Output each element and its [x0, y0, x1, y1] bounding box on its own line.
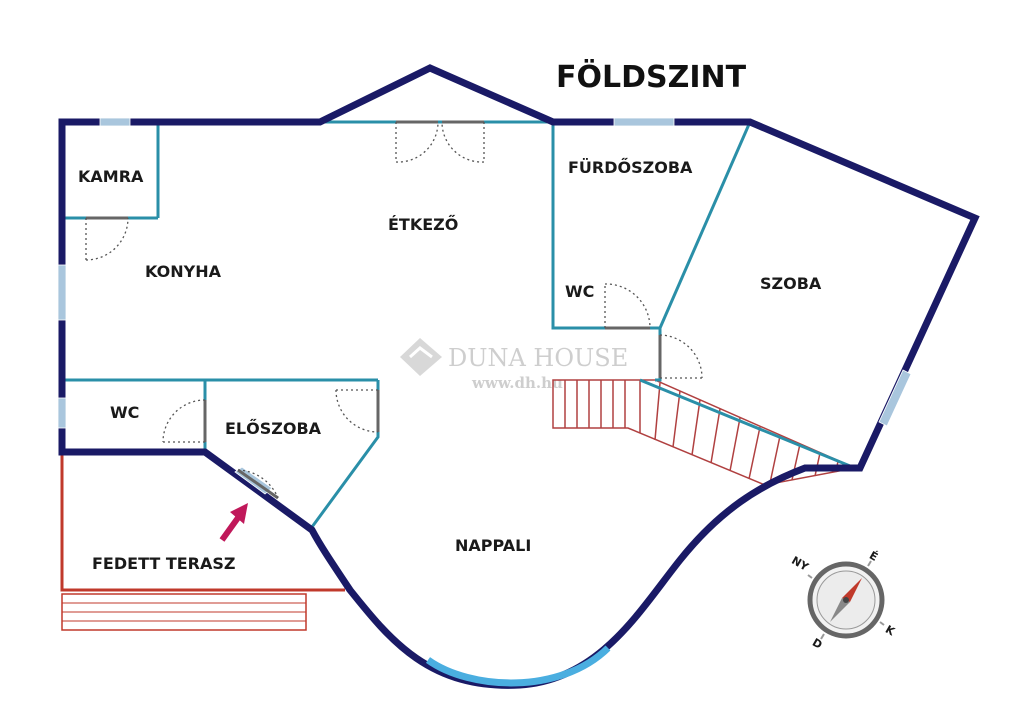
watermark-brand: DUNA HOUSE: [448, 344, 628, 372]
room-door: [658, 334, 703, 379]
room-label-wc-lower: WC: [110, 403, 139, 422]
wc-lower-door: [162, 399, 207, 443]
curved-window: [425, 645, 611, 687]
room-label-fedett-terasz: FEDETT TERASZ: [92, 554, 236, 573]
room-label-kamra: KAMRA: [78, 167, 144, 186]
doors: [85, 120, 703, 500]
covered-terrace: [60, 455, 345, 631]
room-label-wc-upper: WC: [565, 282, 594, 301]
pantry-door: [85, 216, 129, 261]
compass-west: NY: [789, 554, 811, 574]
watermark-url: www.dh.hu: [471, 374, 563, 392]
room-label-szoba: SZOBA: [760, 274, 822, 293]
room-label-etkezo: ÉTKEZŐ: [388, 214, 458, 234]
floor-title: FÖLDSZINT: [556, 58, 747, 95]
room-labels: KAMRA KONYHA ÉTKEZŐ FÜRDŐSZOBA WC SZOBA …: [78, 157, 822, 573]
room-label-nappali: NAPPALI: [455, 536, 531, 555]
room-label-furdoszoba: FÜRDŐSZOBA: [568, 157, 693, 177]
inner-walls: [62, 120, 856, 528]
watermark: DUNA HOUSE www.dh.hu: [400, 338, 628, 392]
compass: É NY K D: [789, 549, 897, 652]
dining-double-door: [395, 120, 485, 163]
compass-east: K: [883, 623, 897, 639]
entrance-door: [237, 468, 279, 500]
wc-upper-door: [604, 283, 651, 330]
duna-house-logo-icon: [400, 338, 442, 376]
entry-arrow-icon: [219, 503, 248, 542]
compass-needle-icon: [830, 578, 862, 622]
room-label-konyha: KONYHA: [145, 262, 222, 281]
hall-door: [335, 389, 380, 433]
compass-south: D: [810, 636, 824, 652]
room-label-eloszoba: ELŐSZOBA: [225, 418, 322, 438]
compass-north: É: [867, 549, 880, 564]
